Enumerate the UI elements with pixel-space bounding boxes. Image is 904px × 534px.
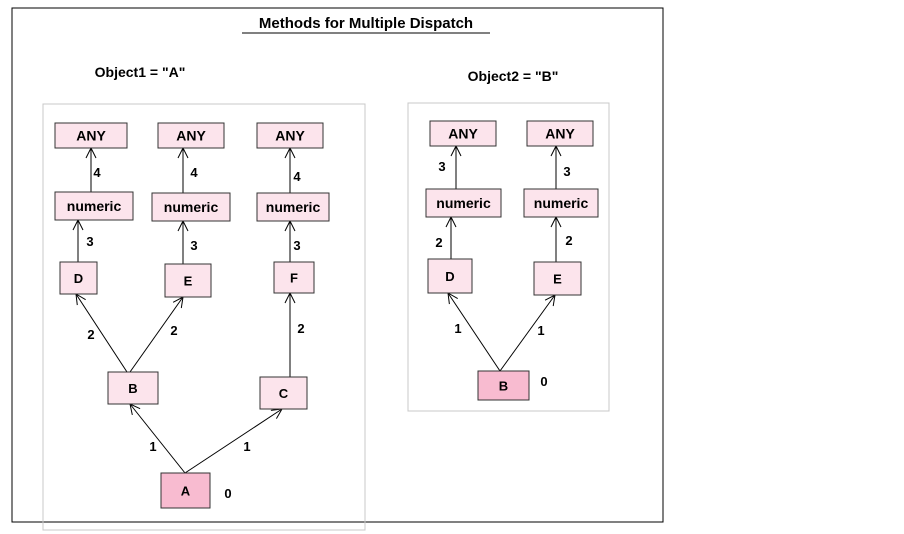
node-label: D: [445, 269, 454, 284]
node-a_a: A: [160, 472, 211, 509]
node-a_any1: ANY: [54, 122, 128, 149]
node-label: numeric: [534, 195, 589, 211]
node-box: [425, 188, 502, 218]
outer-frame: [11, 7, 664, 523]
node-label: C: [279, 386, 289, 401]
node-b_any1: ANY: [429, 120, 497, 147]
node-box: [59, 261, 98, 295]
node-a_any3: ANY: [256, 122, 324, 149]
node-label: D: [74, 271, 83, 286]
node-box: [107, 371, 159, 405]
node-a_f: F: [273, 261, 315, 294]
group-label: Object2 = "B": [468, 68, 559, 84]
node-box: [164, 263, 212, 298]
node-box: [54, 191, 134, 221]
node-b_e: E: [533, 261, 582, 296]
node-label: B: [128, 381, 137, 396]
node-label: E: [553, 272, 562, 287]
edge-weight-label: 2: [297, 321, 304, 336]
group-label: Object1 = "A": [95, 64, 186, 80]
node-box: [273, 261, 315, 294]
node-box: [429, 120, 497, 147]
node-box: [160, 472, 211, 509]
node-box: [259, 376, 308, 410]
node-box: [151, 192, 231, 222]
group-panel: [407, 102, 610, 412]
node-label: ANY: [275, 128, 305, 144]
node-a_num3: numeric: [256, 192, 330, 222]
edge-weight-label: 3: [563, 164, 570, 179]
node-a_e: E: [164, 263, 212, 298]
group-1: Object1 = "A" 4 4 4 3 3 3 2 2 2 1 1 ANY ANY ANY numeric…: [42, 64, 366, 531]
edge-weight-label: 4: [190, 165, 198, 180]
node-label: ANY: [76, 128, 106, 144]
edge-weight-label: 2: [435, 235, 442, 250]
node-a_any2: ANY: [157, 122, 225, 149]
edge-weight-label: 1: [537, 323, 544, 338]
node-label: numeric: [436, 195, 491, 211]
edge-a_b-to-a_d: [76, 294, 128, 373]
node-box: [256, 192, 330, 222]
node-box: [523, 188, 599, 218]
root-distance-label: 0: [224, 486, 231, 501]
node-label: ANY: [448, 126, 478, 142]
node-box: [533, 261, 582, 296]
edge-weight-label: 2: [87, 327, 94, 342]
edge-weight-label: 1: [243, 439, 250, 454]
node-label: numeric: [266, 199, 321, 215]
node-box: [526, 120, 594, 147]
node-b_any2: ANY: [526, 120, 594, 147]
root-distance-label: 0: [540, 374, 547, 389]
group-panel: [42, 103, 366, 531]
node-label: ANY: [545, 126, 575, 142]
node-a_c: C: [259, 376, 308, 410]
node-b_num1: numeric: [425, 188, 502, 218]
node-b_b: B: [477, 370, 530, 401]
edge-weight-label: 4: [293, 169, 301, 184]
edge-weight-label: 1: [454, 321, 461, 336]
node-label: ANY: [176, 128, 206, 144]
edge-weight-label: 3: [86, 234, 93, 249]
node-label: E: [184, 274, 193, 289]
edge-a_b-to-a_e: [129, 297, 183, 373]
edge-weight-label: 2: [170, 323, 177, 338]
node-box: [256, 122, 324, 149]
edge-weight-label: 1: [149, 439, 156, 454]
edge-a_a-to-a_b: [130, 404, 186, 474]
edge-b_b-to-b_e: [499, 295, 555, 372]
node-a_num1: numeric: [54, 191, 134, 221]
node-box: [157, 122, 225, 149]
edge-weight-label: 3: [190, 238, 197, 253]
node-label: numeric: [164, 199, 219, 215]
edge-a_a-to-a_c: [184, 409, 282, 474]
node-label: numeric: [67, 198, 122, 214]
node-label: A: [181, 484, 191, 499]
node-label: F: [290, 271, 298, 286]
node-box: [477, 370, 530, 401]
node-a_b: B: [107, 371, 159, 405]
groups-layer: Object1 = "A" 4 4 4 3 3 3 2 2 2 1 1 ANY ANY ANY numeric…: [42, 64, 610, 531]
edge-b_b-to-b_d: [448, 293, 501, 372]
edge-weight-label: 2: [565, 233, 572, 248]
edge-weight-label: 4: [93, 165, 101, 180]
edge-weight-label: 3: [293, 238, 300, 253]
group-2: Object2 = "B" 3 3 2 2 1 1 ANY ANY numeric numericD…: [407, 68, 610, 412]
edge-weight-label: 3: [438, 159, 445, 174]
node-a_num2: numeric: [151, 192, 231, 222]
node-box: [54, 122, 128, 149]
node-label: B: [499, 379, 508, 394]
node-b_d: D: [427, 258, 473, 294]
node-box: [427, 258, 473, 294]
node-b_num2: numeric: [523, 188, 599, 218]
diagram-title: Methods for Multiple Dispatch: [259, 15, 473, 32]
node-a_d: D: [59, 261, 98, 295]
